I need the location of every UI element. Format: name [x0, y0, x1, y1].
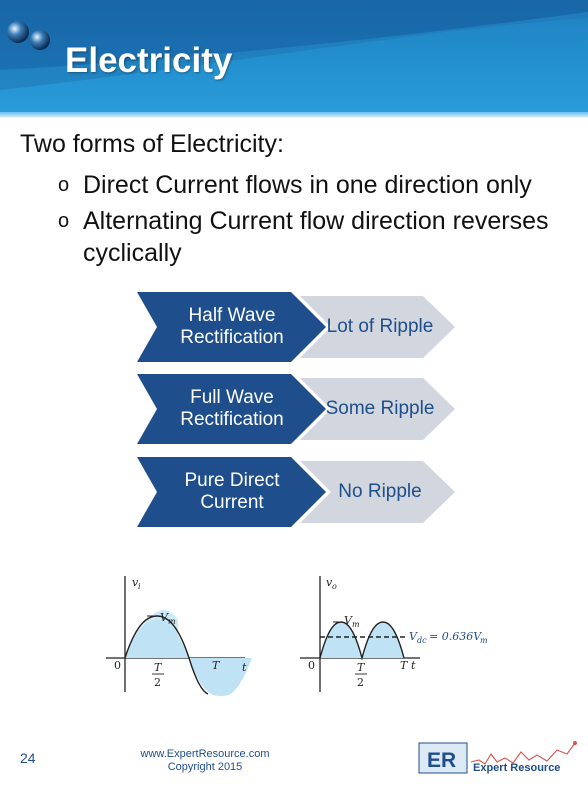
- dc-waveform: V m v o V dc = 0.636V m 0 T 2 T t: [300, 576, 488, 692]
- header-swoosh: [0, 0, 588, 117]
- footer-copyright: Copyright 2015: [167, 761, 243, 773]
- logo-initials: ER: [427, 749, 456, 772]
- dc-y-sub: o: [332, 582, 337, 591]
- page-number: 24: [20, 750, 36, 766]
- dc-t-label: t: [411, 659, 416, 672]
- footer-credits: www.ExpertResource.com Copyright 2015: [120, 748, 290, 774]
- chevron-label-right: Lot of Ripple: [326, 316, 434, 337]
- footer-website: www.ExpertResource.com: [140, 748, 270, 760]
- ac-half-period-num: T: [154, 661, 163, 674]
- ac-waveform: V m v i 0 T 2 T t: [106, 576, 252, 696]
- ac-origin-label: 0: [114, 659, 121, 672]
- bullet-text: Alternating Current flow direction rever…: [83, 207, 549, 267]
- expert-resource-logo: ER Expert Resource: [418, 741, 577, 774]
- ac-period-label: T: [212, 659, 221, 672]
- bullet-marker: o: [58, 210, 70, 232]
- chevron-dark: [137, 374, 326, 444]
- ac-y-sub: i: [138, 582, 141, 591]
- ac-half-period-den: 2: [154, 676, 161, 689]
- chevron-row-full-wave: Full Wave Rectification Some Ripple: [137, 374, 457, 444]
- chevron-label-right: No Ripple: [338, 481, 422, 502]
- waveform-diagrams: V m v i 0 T 2 T t V m v o V dc = 0.636V …: [106, 576, 488, 696]
- ac-t-label: t: [242, 661, 247, 674]
- chevron-light: [300, 461, 455, 523]
- vdc-equation: = 0.636V: [429, 630, 482, 643]
- chevron-shapes: [137, 292, 455, 362]
- chevron-light: [300, 296, 455, 358]
- vdc-equation-sub: m: [480, 636, 488, 645]
- slide-header: Electricity: [0, 0, 588, 117]
- chevron-row-half-wave: Half Wave Rectification Lot of Ripple: [137, 292, 457, 362]
- intro-text: Two forms of Electricity:: [20, 130, 284, 158]
- logo-name: Expert Resource: [473, 762, 560, 774]
- header-underline: [0, 112, 588, 117]
- chevron-label-left: Half Wave Rectification: [180, 305, 284, 348]
- chevron-label-left: Pure Direct Current: [184, 470, 280, 513]
- page-title: Electricity: [65, 41, 233, 80]
- vdc-label: V: [409, 630, 418, 643]
- dc-peak-label: V: [344, 614, 353, 627]
- bullet-marker: o: [58, 174, 70, 196]
- dc-half-period-den: 2: [357, 676, 364, 689]
- dc-half-period-num: T: [357, 661, 366, 674]
- chevron-row-pure-dc: Pure Direct Current No Ripple: [137, 457, 457, 527]
- bullet-text: Direct Current flows in one direction on…: [83, 171, 532, 199]
- droplets-icon: [7, 21, 50, 50]
- chevron-label-right: Some Ripple: [325, 398, 435, 419]
- ac-peak-sub: m: [168, 617, 176, 626]
- dc-origin-label: 0: [308, 659, 315, 672]
- chevron-label-left: Full Wave Rectification: [180, 387, 284, 430]
- chevron-shapes: [137, 457, 455, 527]
- dc-period-label: T: [400, 659, 409, 672]
- chevron-dark: [137, 292, 326, 362]
- vdc-sub: dc: [417, 636, 427, 645]
- chevron-shapes: [137, 374, 455, 444]
- ac-y-label: v: [132, 576, 139, 589]
- dc-y-label: v: [326, 576, 333, 589]
- dc-peak-sub: m: [352, 620, 360, 629]
- ac-peak-label: V: [160, 611, 169, 624]
- chevron-dark: [137, 457, 326, 527]
- chevron-light: [300, 378, 455, 440]
